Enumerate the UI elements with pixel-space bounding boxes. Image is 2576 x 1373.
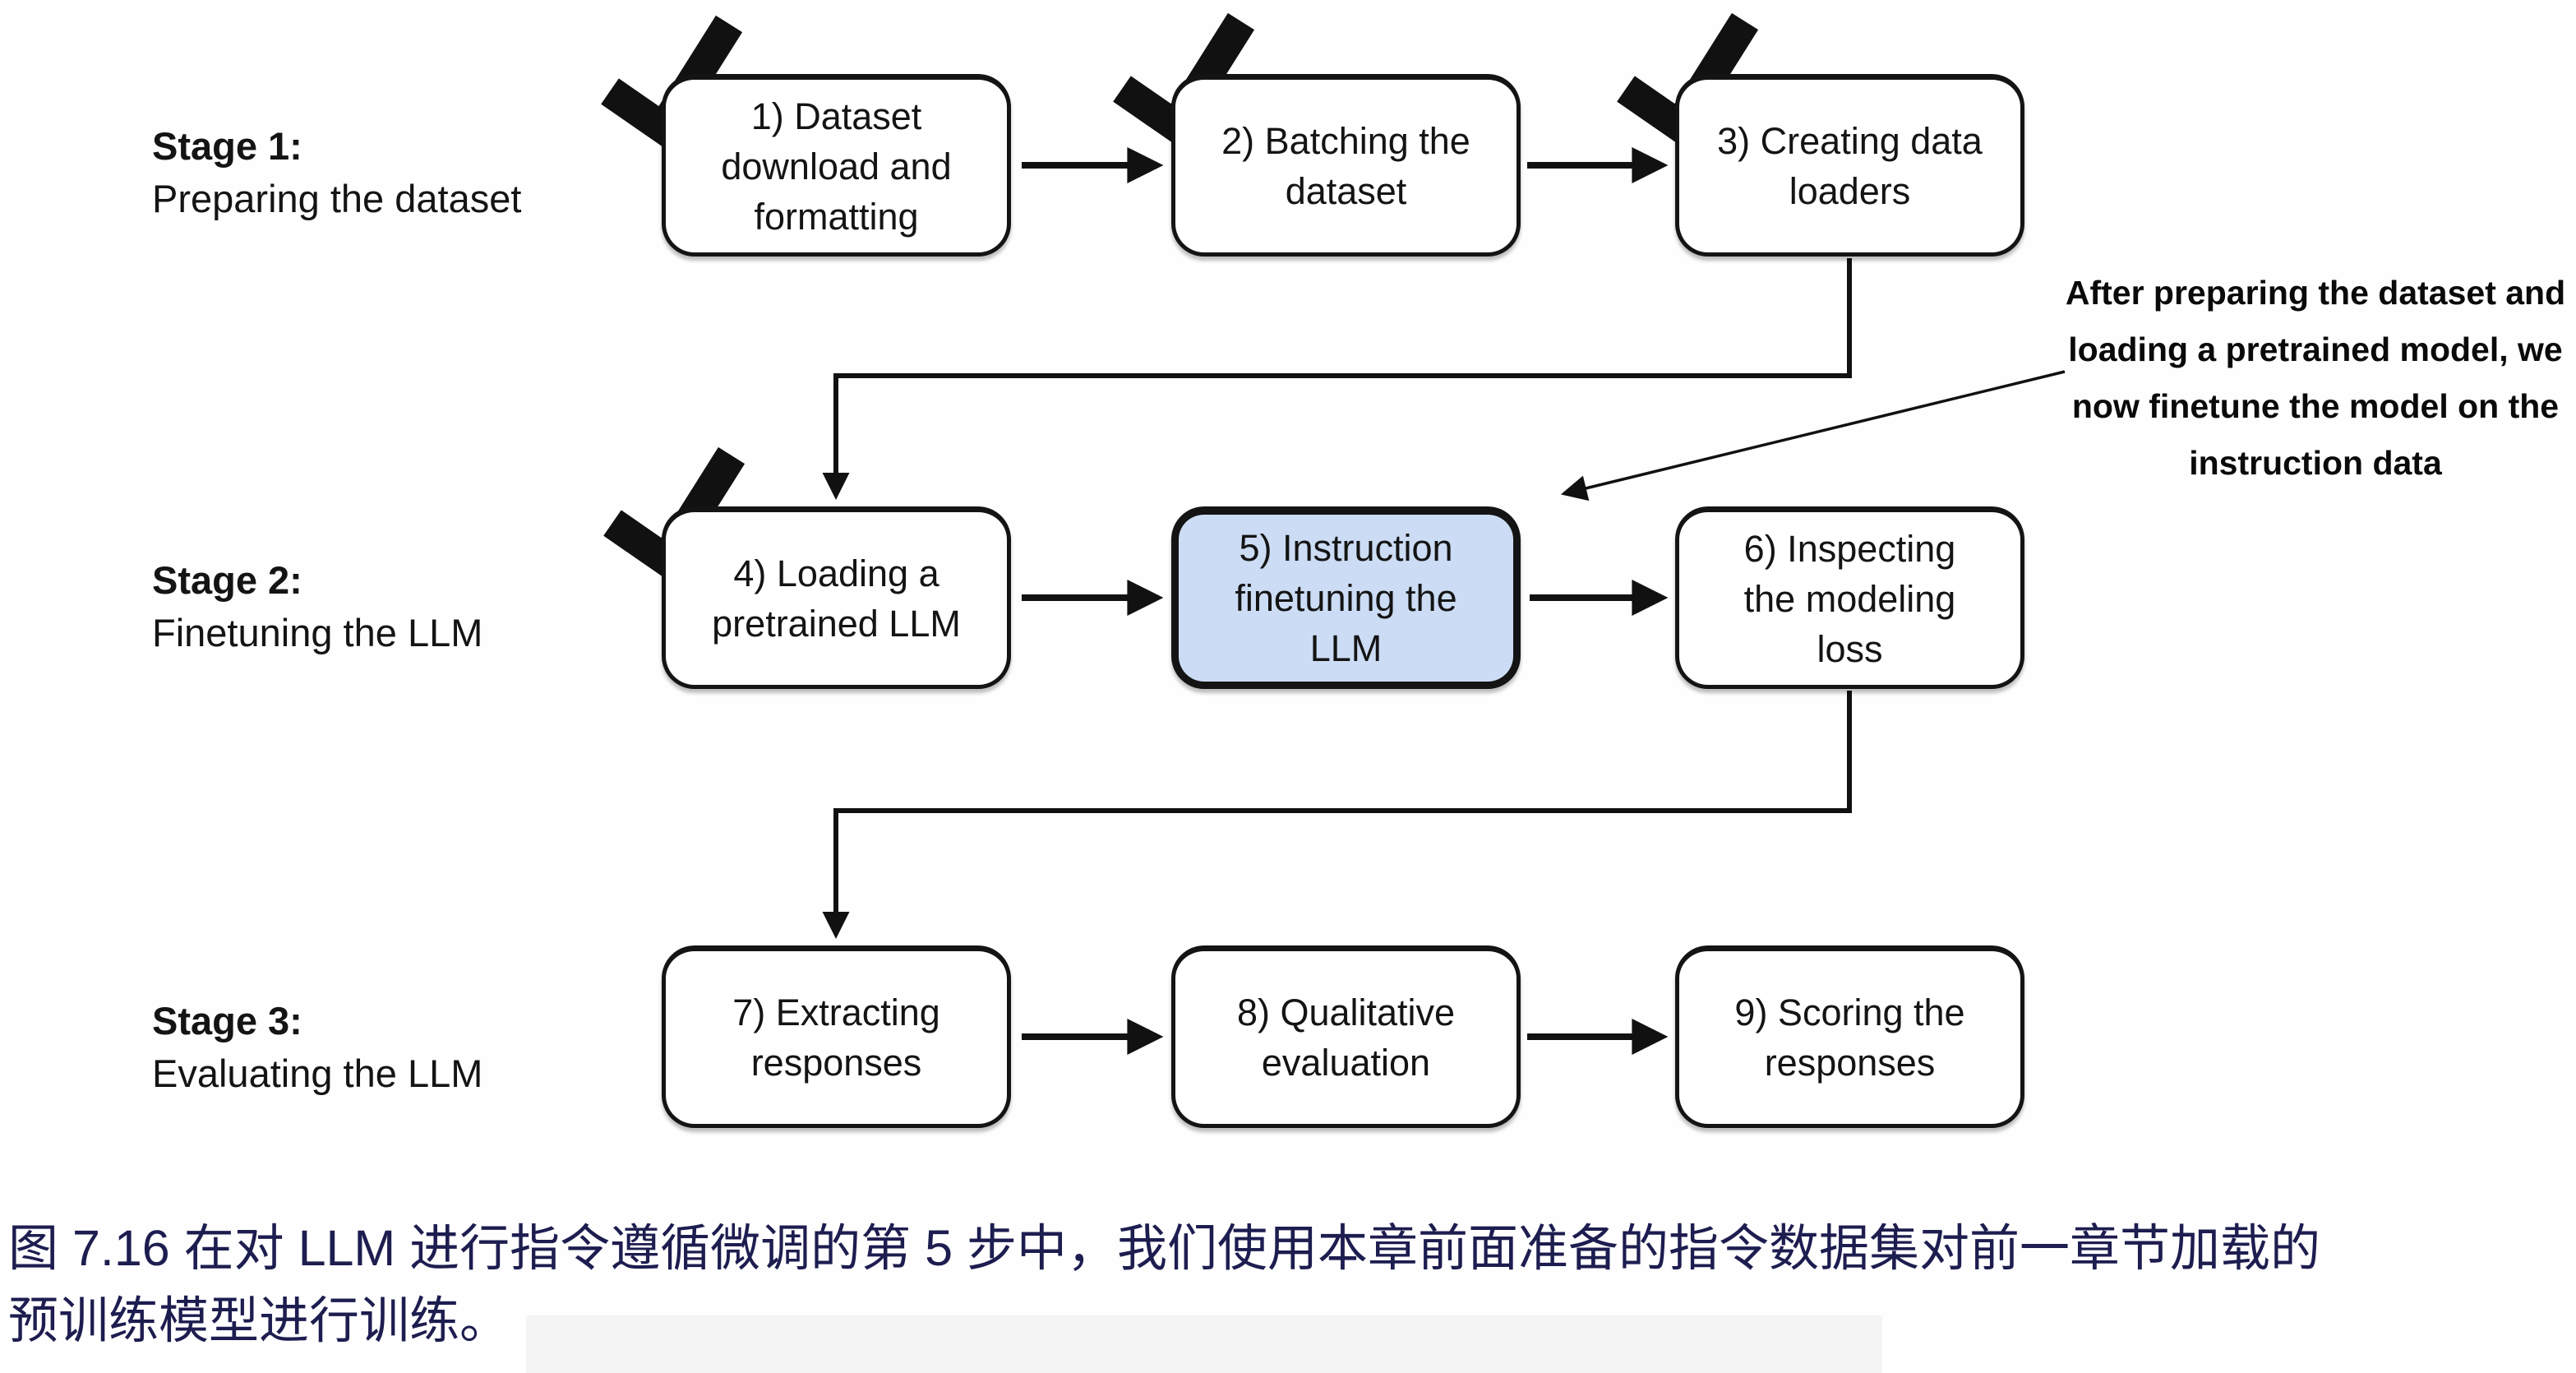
- flow-box-3: 3) Creating data loaders: [1675, 74, 2024, 257]
- stage-3-subtitle: Evaluating the LLM: [152, 1052, 483, 1095]
- stage-1-title: Stage 1:: [152, 124, 302, 168]
- flow-box-7-label: 7) Extracting responses: [732, 992, 940, 1084]
- stage-1-label: Stage 1: Preparing the dataset: [152, 120, 711, 225]
- flow-box-5-label: 5) Instruction finetuning the LLM: [1235, 527, 1457, 669]
- stage-3-title: Stage 3:: [152, 999, 302, 1042]
- caption-line-1: 图 7.16 在对 LLM 进行指令遵循微调的第 5 步中，我们使用本章前面准备…: [8, 1220, 2321, 1276]
- flow-box-6-label: 6) Inspecting the modeling loss: [1743, 527, 1956, 670]
- annotation-line-1: After preparing the dataset and: [2065, 274, 2566, 312]
- flow-box-1-label: 1) Dataset download and formatting: [721, 95, 952, 238]
- flow-box-3-label: 3) Creating data loaders: [1717, 120, 1983, 212]
- flow-box-2: 2) Batching the dataset: [1171, 74, 1521, 257]
- flow-box-8-label: 8) Qualitative evaluation: [1236, 992, 1456, 1084]
- connector-box3-box4: [822, 258, 1852, 501]
- flow-box-9: 9) Scoring the responses: [1675, 945, 2024, 1128]
- annotation-line-4: instruction data: [2189, 444, 2442, 482]
- annotation-arrow: [1560, 370, 2066, 502]
- flow-box-5: 5) Instruction finetuning the LLM: [1171, 506, 1521, 689]
- connector-box6-box7: [822, 691, 1852, 940]
- annotation-note: After preparing the dataset and loading …: [2055, 265, 2576, 492]
- caption-line-2: 预训练模型进行训练。: [8, 1292, 510, 1348]
- flow-box-7: 7) Extracting responses: [662, 945, 1011, 1128]
- flow-box-9-label: 9) Scoring the responses: [1734, 992, 1965, 1084]
- flow-box-1: 1) Dataset download and formatting: [662, 74, 1011, 257]
- flow-box-4-label: 4) Loading a pretrained LLM: [712, 552, 961, 645]
- flow-box-8: 8) Qualitative evaluation: [1171, 945, 1521, 1128]
- stage-1-subtitle: Preparing the dataset: [152, 177, 522, 220]
- flow-box-6: 6) Inspecting the modeling loss: [1675, 506, 2024, 689]
- stage-2-label: Stage 2: Finetuning the LLM: [152, 554, 711, 659]
- stage-3-label: Stage 3: Evaluating the LLM: [152, 995, 711, 1100]
- stage-2-subtitle: Finetuning the LLM: [152, 611, 483, 654]
- annotation-line-2: loading a pretrained model, we: [2068, 331, 2563, 368]
- flow-box-4: 4) Loading a pretrained LLM: [662, 506, 1011, 689]
- page-background-strip: [526, 1315, 1882, 1373]
- flow-box-2-label: 2) Batching the dataset: [1221, 120, 1470, 212]
- annotation-line-3: now finetune the model on the: [2071, 387, 2560, 425]
- figure-caption: 图 7.16 在对 LLM 进行指令遵循微调的第 5 步中，我们使用本章前面准备…: [8, 1212, 2573, 1357]
- stage-2-title: Stage 2:: [152, 558, 302, 602]
